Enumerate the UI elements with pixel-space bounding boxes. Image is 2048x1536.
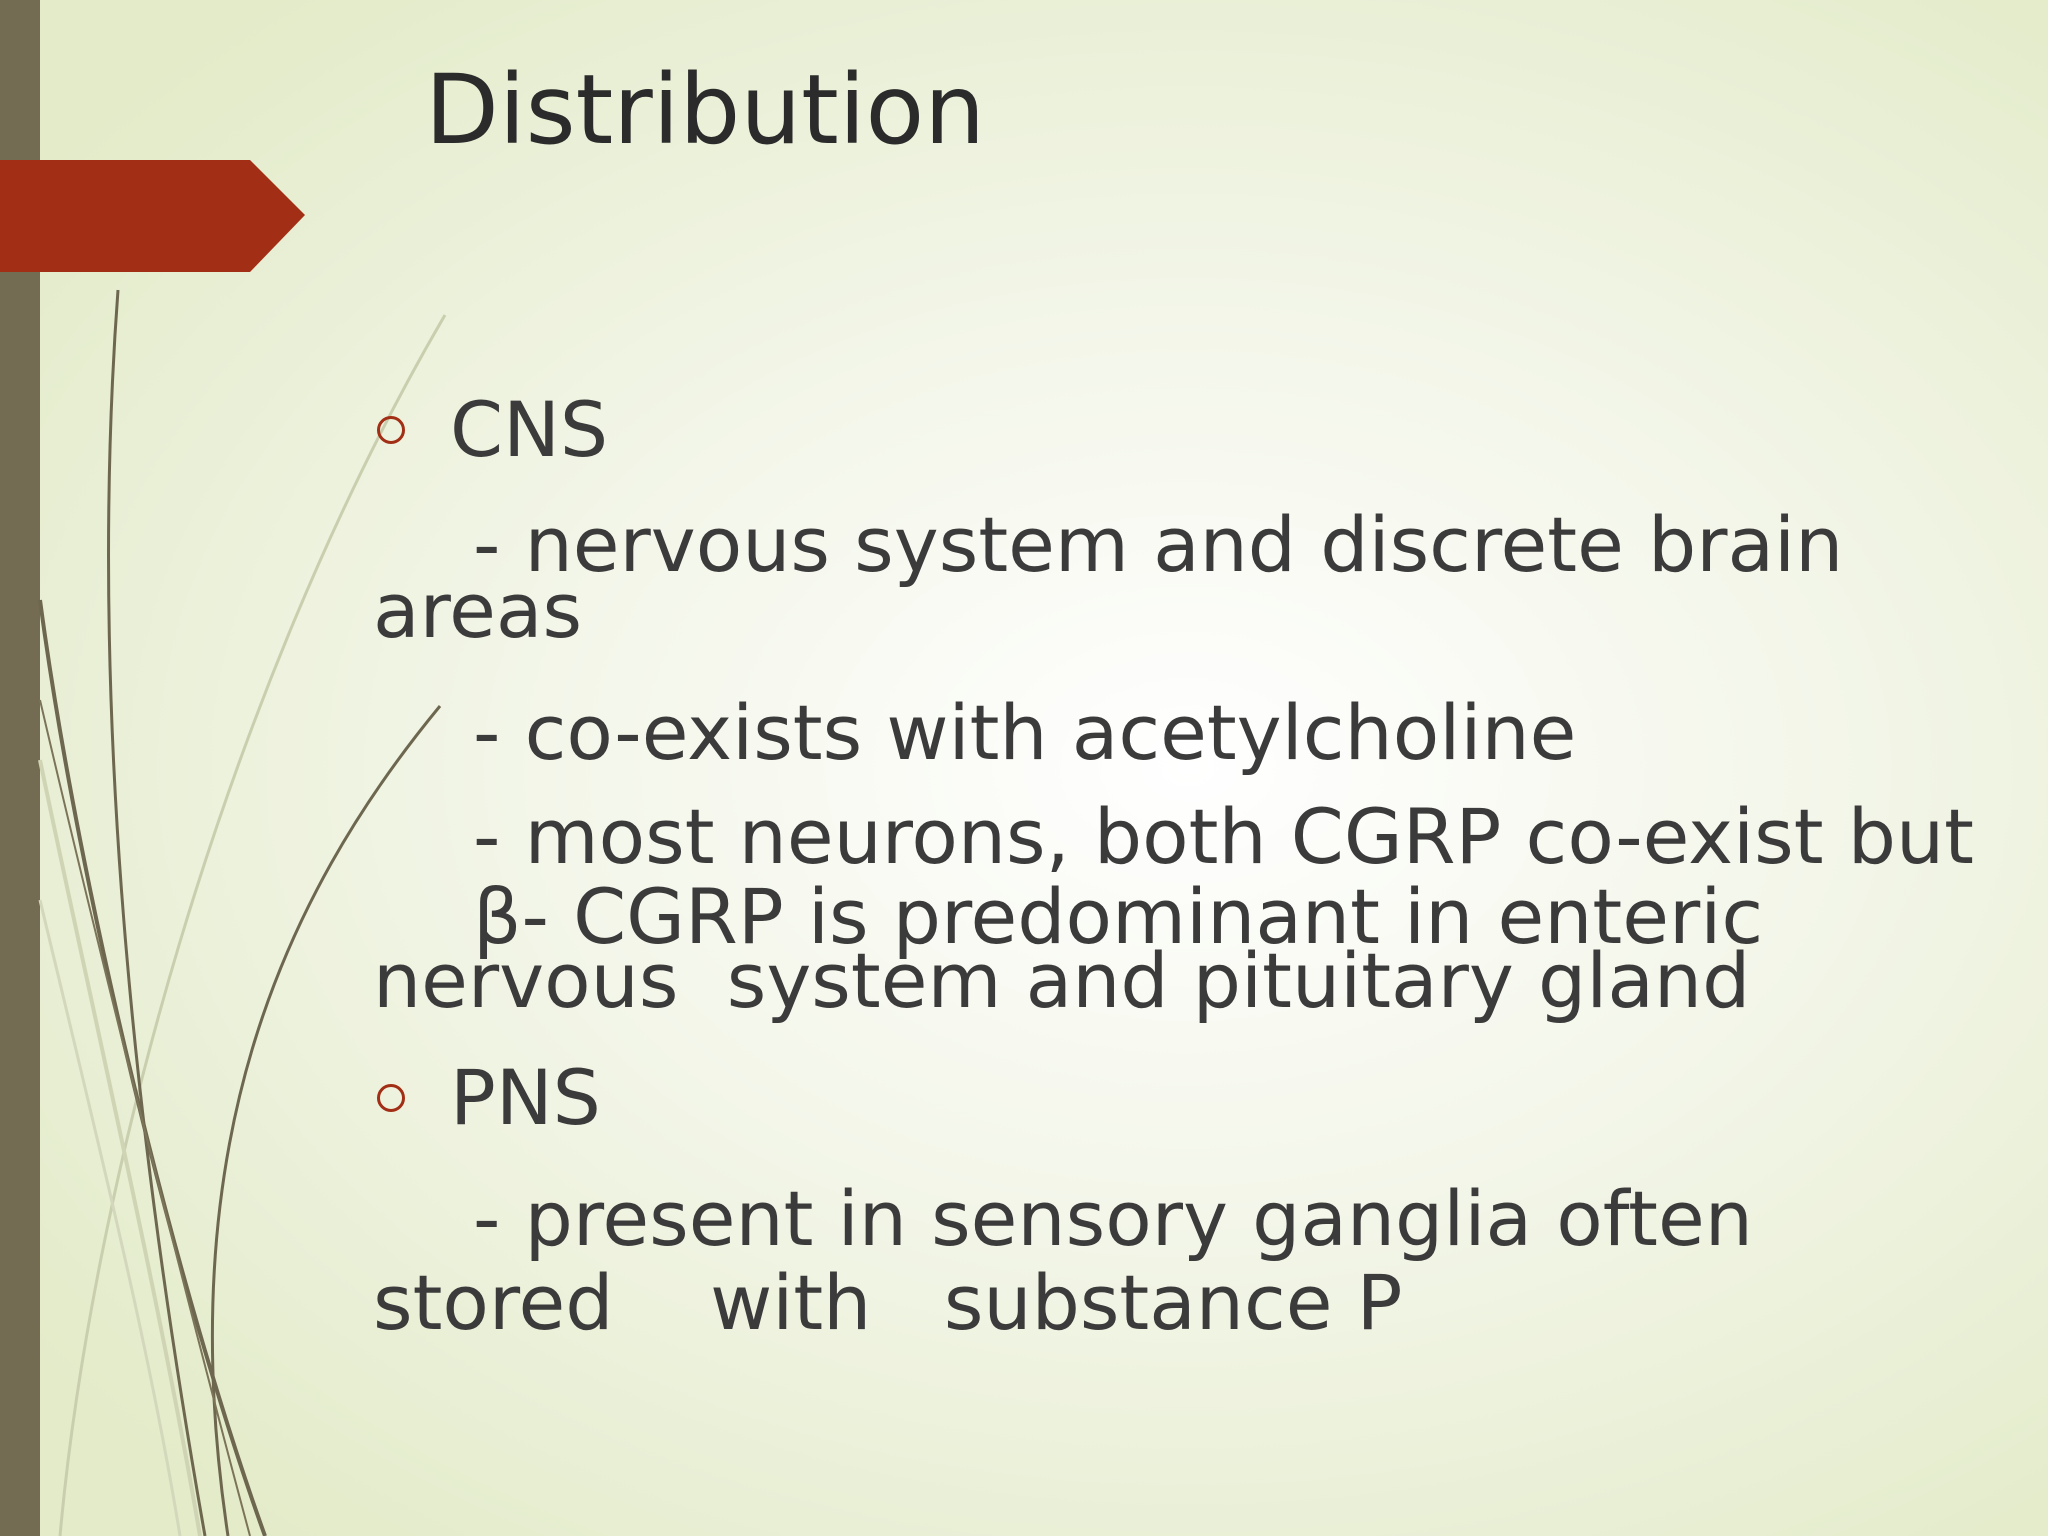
cns-line-4: - most neurons, both CGRP co-exist but bbox=[473, 792, 1974, 881]
slide-title: Distribution bbox=[425, 54, 986, 166]
slide-body: CNS - nervous system and discrete brain … bbox=[373, 380, 1993, 1350]
bullet-cns: CNS bbox=[373, 380, 1993, 480]
cns-line-5: β- CGRP is predominant in enteric bbox=[473, 872, 1764, 961]
bullet-heading: CNS bbox=[450, 385, 609, 474]
bullet-heading: PNS bbox=[450, 1053, 601, 1142]
bullet-pns: PNS bbox=[373, 1048, 1993, 1148]
pns-line-1: - present in sensory ganglia often bbox=[473, 1174, 1753, 1263]
circle-bullet-icon bbox=[377, 416, 405, 444]
cns-line-3: - co-exists with acetylcholine bbox=[473, 688, 1577, 777]
cns-line-1: - nervous system and discrete brain bbox=[473, 500, 1844, 589]
circle-bullet-icon bbox=[377, 1084, 405, 1112]
pns-line-2: stored with substance P bbox=[373, 1258, 1403, 1347]
cns-line-6: nervous system and pituitary gland bbox=[373, 936, 1751, 1025]
red-arrow-banner bbox=[0, 160, 305, 272]
cns-line-2: areas bbox=[373, 566, 583, 655]
